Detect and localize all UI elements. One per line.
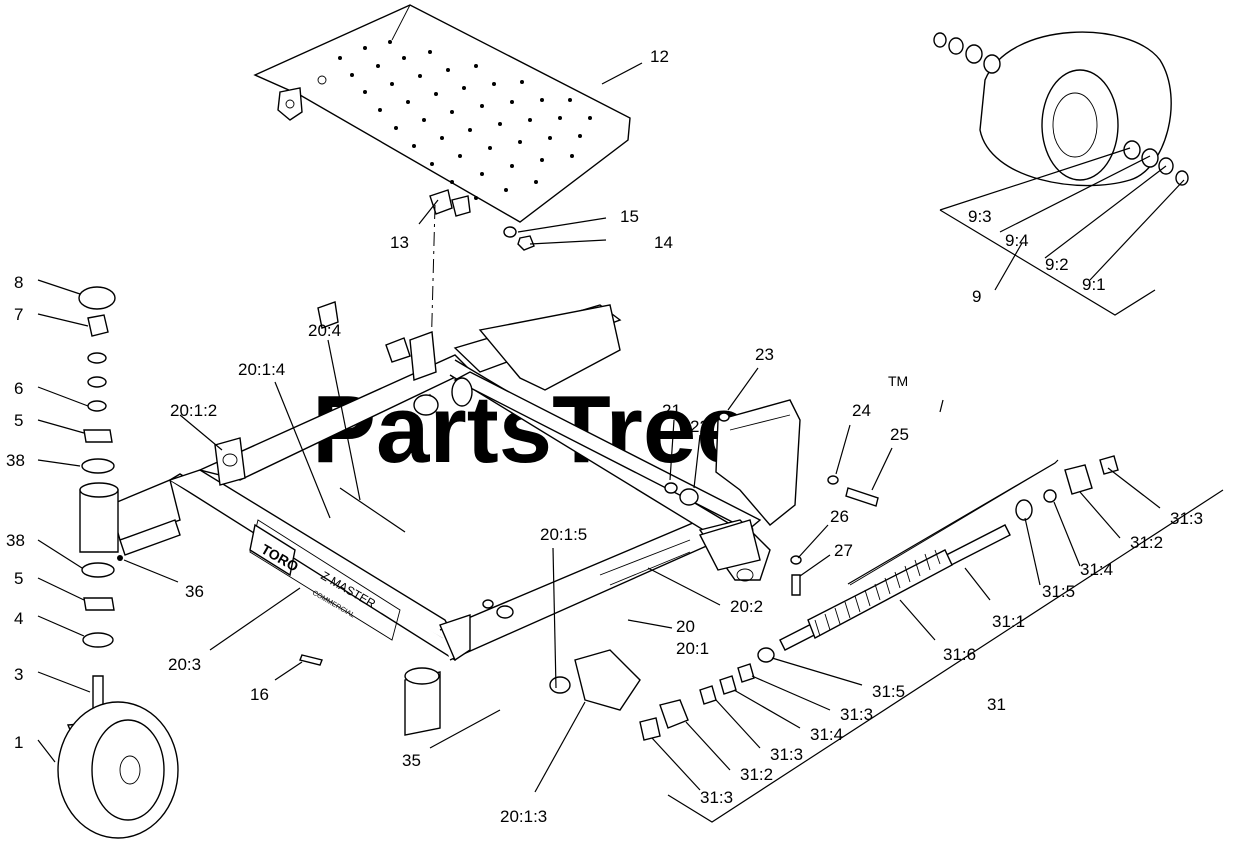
callout-13: 13 — [390, 233, 409, 252]
callout-9-1: 9:1 — [1082, 275, 1106, 294]
callout-9-3: 9:3 — [968, 207, 992, 226]
callout-20-1-4: 20:1:4 — [238, 360, 285, 379]
callout-36: 36 — [185, 582, 204, 601]
spring-rod-assembly — [779, 455, 1119, 651]
callout-31-1: 31:1 — [992, 612, 1025, 631]
callout-38b: 38 — [6, 531, 25, 550]
callout-5b: 5 — [14, 569, 23, 588]
callout-4: 4 — [14, 609, 23, 628]
callout-3: 3 — [14, 665, 23, 684]
callout-6: 6 — [14, 379, 23, 398]
callout-20-1-3: 20:1:3 — [500, 807, 547, 826]
callout-20-1-5: 20:1:5 — [540, 525, 587, 544]
callout-15: 15 — [620, 207, 639, 226]
callout-20: 20 — [676, 617, 695, 636]
drive-wheel — [933, 31, 1189, 187]
callout-8: 8 — [14, 273, 23, 292]
callout-9: 9 — [972, 287, 981, 306]
callout-1: 1 — [14, 733, 23, 752]
callout-20-3: 20:3 — [168, 655, 201, 674]
lower-hardware — [299, 599, 775, 741]
callout-31-2a: 31:2 — [1130, 533, 1163, 552]
callout-9-2: 9:2 — [1045, 255, 1069, 274]
callout-35: 35 — [402, 751, 421, 770]
callout-25: 25 — [890, 425, 909, 444]
callout-38a: 38 — [6, 451, 25, 470]
callout-labels: 12 13 15 14 8 7 6 5 38 38 5 4 3 1 36 20:… — [6, 47, 1203, 826]
leader-lines — [37, 62, 1224, 823]
callout-31-2b: 31:2 — [740, 765, 773, 784]
callout-31-3c: 31:3 — [770, 745, 803, 764]
callout-23: 23 — [755, 345, 774, 364]
callout-12: 12 — [650, 47, 669, 66]
callout-31-5a: 31:5 — [1042, 582, 1075, 601]
foot-plate — [253, 4, 631, 223]
callout-31-6: 31:6 — [943, 645, 976, 664]
callout-14: 14 — [654, 233, 673, 252]
foot-plate-holes — [338, 40, 592, 200]
callout-20-4: 20:4 — [308, 321, 341, 340]
callout-31-3b: 31:3 — [840, 705, 873, 724]
callout-26: 26 — [830, 507, 849, 526]
callout-21: 21 — [662, 401, 681, 420]
plate-hardware — [503, 226, 535, 251]
callout-7: 7 — [14, 305, 23, 324]
main-frame — [109, 301, 771, 736]
callout-31: 31 — [987, 695, 1006, 714]
callout-20-1-2: 20:1:2 — [170, 401, 217, 420]
callout-27: 27 — [834, 541, 853, 560]
callout-20-2: 20:2 — [730, 597, 763, 616]
caster-assembly — [57, 286, 179, 839]
callout-24: 24 — [852, 401, 871, 420]
callout-20-1: 20:1 — [676, 639, 709, 658]
callout-31-3d: 31:3 — [700, 788, 733, 807]
callout-16: 16 — [250, 685, 269, 704]
bracket-assembly — [664, 399, 879, 596]
callout-31-3a: 31:3 — [1170, 509, 1203, 528]
callout-31-4b: 31:4 — [810, 725, 843, 744]
callout-9-4: 9:4 — [1005, 231, 1029, 250]
callout-22: 22 — [690, 417, 709, 436]
callout-31-5b: 31:5 — [872, 682, 905, 701]
callout-31-4a: 31:4 — [1080, 560, 1113, 579]
callout-5a: 5 — [14, 411, 23, 430]
watermark-tm: TM — [888, 373, 908, 389]
